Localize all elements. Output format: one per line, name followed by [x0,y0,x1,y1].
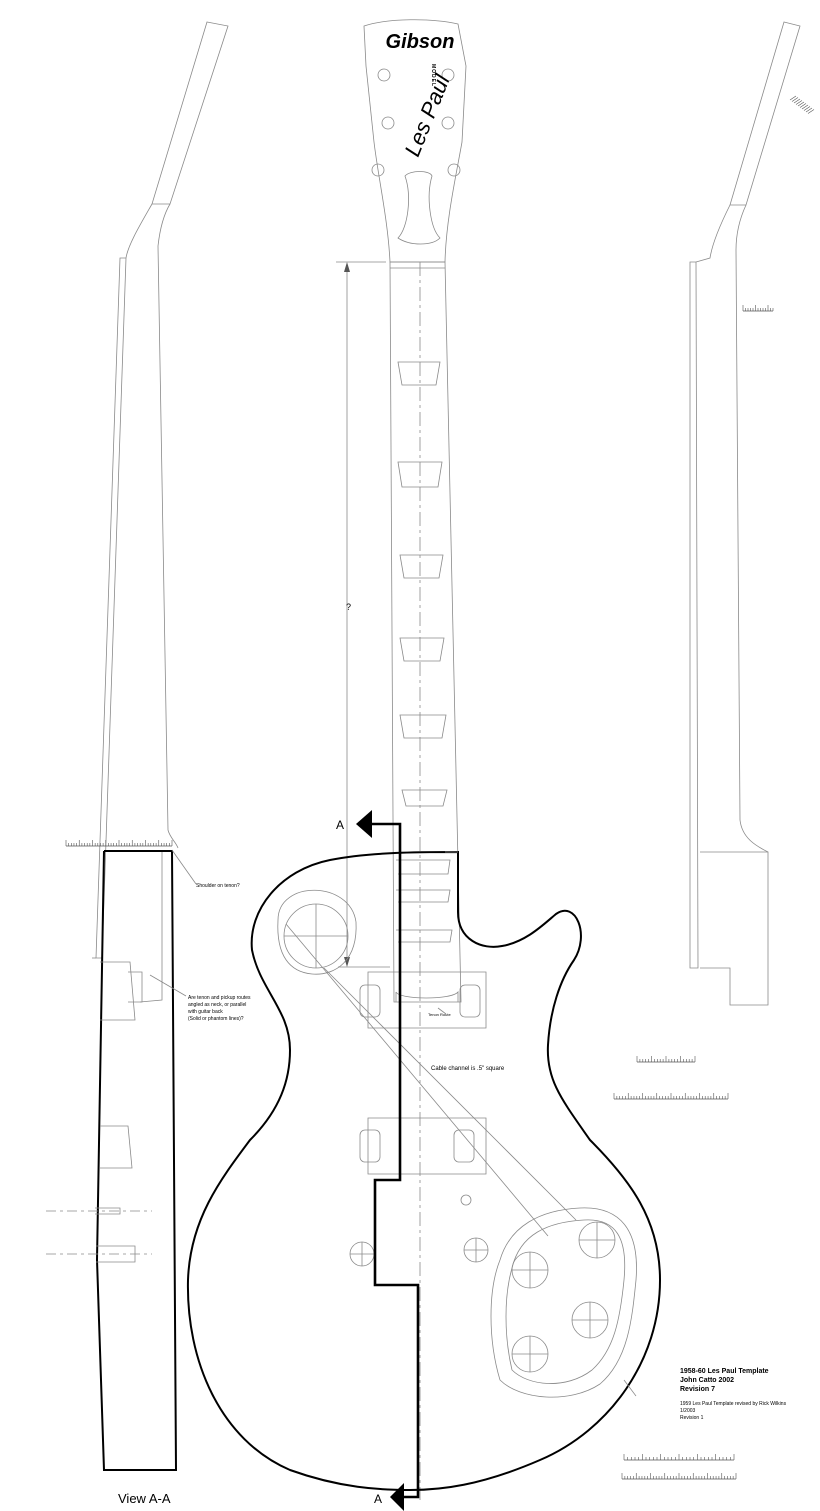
section-line [356,810,420,1511]
title-block: 1958-60 Les Paul Template John Catto 200… [680,1368,787,1421]
cable-channel-note: Cable channel is .5" square [431,1066,505,1072]
scale-bars [613,95,815,1480]
title-sub-1: 1959 Les Paul Template revised by Rick W… [680,1401,787,1407]
scale-bar-bottom-2 [621,1473,737,1480]
scale-bar-top-left [65,840,173,847]
tenon-note-2: angled as neck, or parallel [188,1002,246,1008]
title-line-3: Revision 7 [680,1386,715,1393]
scale-bar-right-small [742,305,774,312]
tenon-route-label: Tenon Route [428,1012,451,1017]
dimension-line [336,261,390,968]
les-paul-signature: Les Paul [399,70,455,160]
tenon-note-1: Are tenon and pickup routes [188,995,251,1001]
section-marker-top: A [336,818,344,832]
title-line-1: 1958-60 Les Paul Template [680,1368,769,1375]
right-neck-profile [689,21,801,1006]
title-sub-3: Revision 1 [680,1415,704,1421]
scale-bar-left [65,840,173,847]
scale-bar-right-mid [636,1056,696,1063]
section-marker-bottom: A [374,1492,382,1506]
scale-bar-right-long [613,1093,729,1100]
tenon-note-3: with guitar back [188,1009,223,1015]
shoulder-note: Shoulder on tenon? [196,883,240,889]
title-line-2: John Catto 2002 [680,1377,734,1384]
body-side-view [46,849,197,1471]
fretboard [389,261,462,1500]
scale-bar-bottom-1 [623,1454,735,1461]
model-word: MODEL [430,64,436,87]
title-sub-2: 1/2003 [680,1408,696,1414]
tenon-note-4: (Solid or phantom lines)? [188,1016,244,1022]
left-neck-profile [92,21,229,959]
hatch-mark [789,95,815,114]
dimension-question: ? [346,602,351,612]
body-routes [277,889,637,1398]
view-label: View A-A [118,1491,171,1506]
headstock [363,19,467,263]
gibson-logo: Gibson [386,31,455,53]
body-outline [186,850,662,1492]
